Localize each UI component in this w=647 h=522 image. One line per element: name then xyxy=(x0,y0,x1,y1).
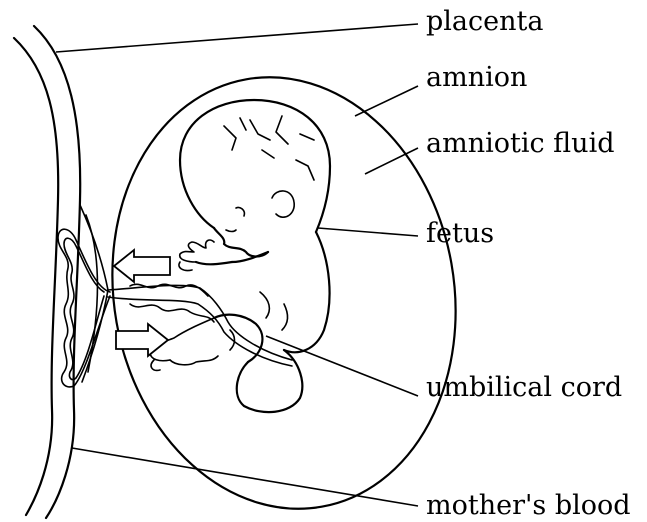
uterine-wall xyxy=(14,26,80,518)
label-amnion: amnion xyxy=(426,64,527,91)
label-fetus: fetus xyxy=(426,220,494,247)
label-umbilical-cord: umbilical cord xyxy=(426,374,622,401)
label-mothers-blood: mother's blood xyxy=(426,492,631,519)
label-amniotic-fluid: amniotic fluid xyxy=(426,130,615,157)
placenta-tissue xyxy=(58,205,110,387)
arrows xyxy=(114,250,170,356)
label-placenta: placenta xyxy=(426,8,543,35)
fetus-drawing xyxy=(150,100,330,412)
left-arrow xyxy=(114,250,170,282)
leader-lines xyxy=(56,24,418,506)
amnion-sac xyxy=(79,50,489,522)
